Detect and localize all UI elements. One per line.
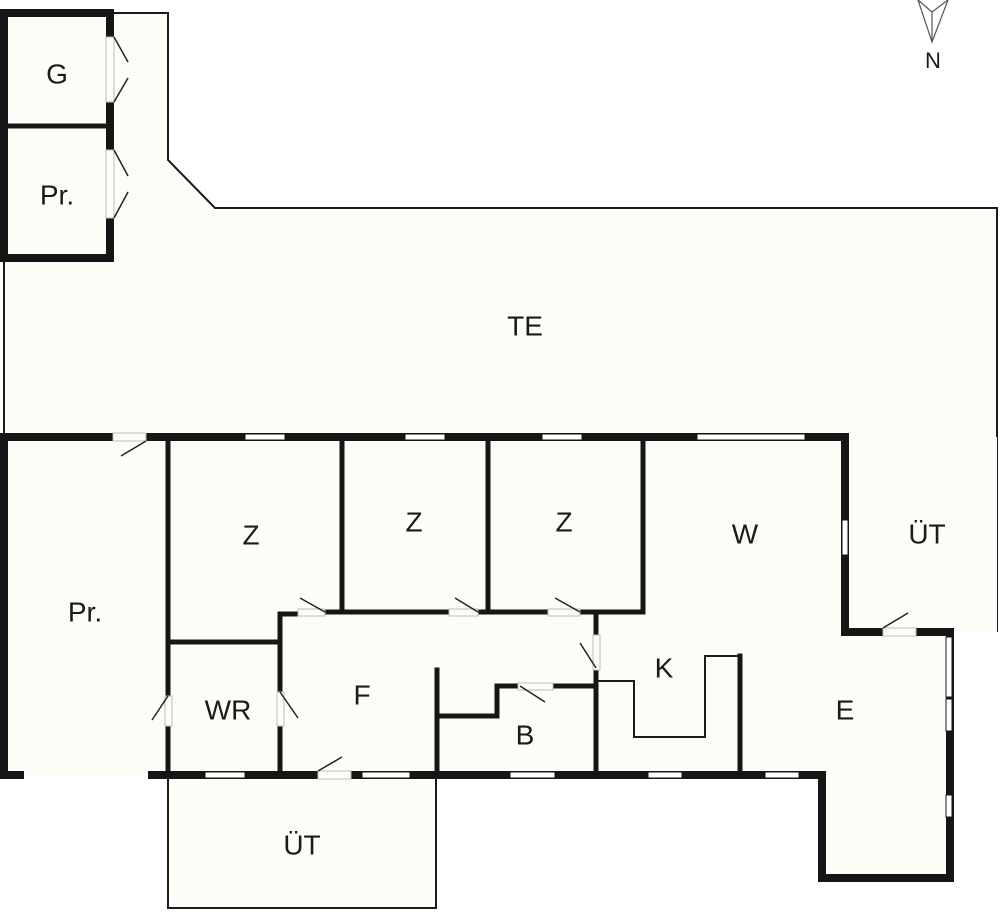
room-label-ut-bottom: ÜT (283, 829, 320, 860)
room-label-b: B (516, 719, 535, 750)
room-label-w: W (732, 518, 759, 549)
room-label-k: K (655, 652, 674, 683)
right-terrace (845, 437, 997, 632)
compass-north-label: N (925, 48, 941, 73)
terrace-area (3, 12, 998, 632)
room-label-pr-left: Pr. (68, 596, 102, 627)
room-label-f: F (353, 679, 370, 710)
storage-block (0, 9, 129, 262)
room-label-ut-right: ÜT (908, 518, 945, 549)
house-floor (4, 437, 950, 878)
room-label-e: E (836, 694, 855, 725)
room-label-wr: WR (205, 694, 252, 725)
room-label-te: TE (507, 310, 543, 341)
doors (112, 432, 917, 780)
windows (204, 433, 953, 818)
bottom-terrace (167, 775, 437, 909)
room-label-z2: Z (405, 506, 422, 537)
room-label-pr-top: Pr. (40, 179, 74, 210)
room-label-g: G (46, 58, 68, 89)
room-label-z1: Z (242, 519, 259, 550)
north-compass-icon: N (917, 0, 949, 73)
room-label-z3: Z (555, 506, 572, 537)
